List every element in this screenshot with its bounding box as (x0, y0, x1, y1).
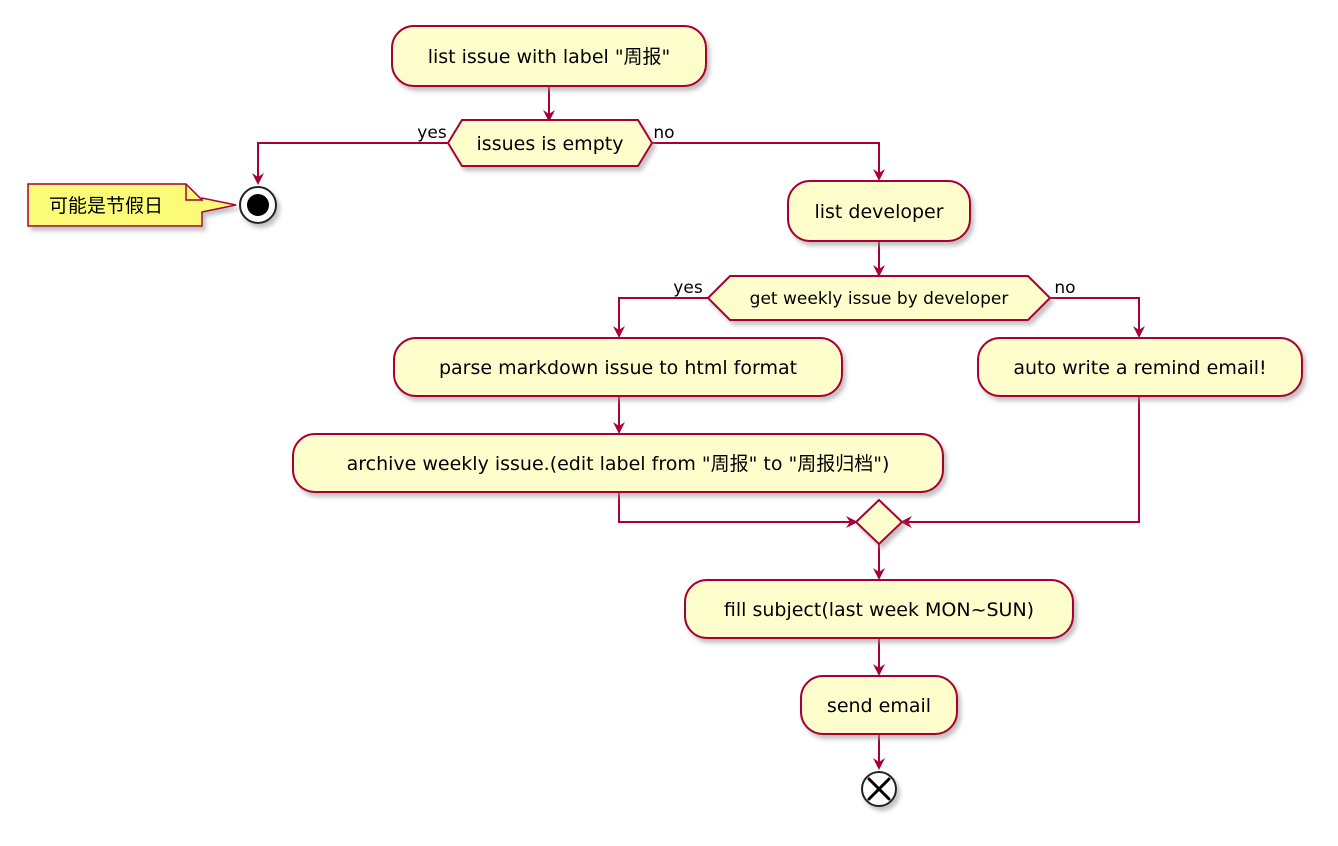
node-fill-subject: fill subject(last week MON~SUN) (684, 579, 1074, 639)
edge-no-to-remind (1050, 297, 1145, 338)
node-remind-email-label: auto write a remind email! (1013, 357, 1266, 379)
node-send-email-label: send email (827, 695, 931, 717)
node-archive-label: archive weekly issue.(edit label from "周… (347, 453, 890, 475)
note-holiday-label: 可能是节假日 (49, 195, 163, 217)
edge-archive-to-merge (618, 492, 858, 528)
node-fill-subject-label: fill subject(last week MON~SUN) (724, 599, 1034, 621)
label-yes-2: yes (673, 278, 703, 298)
note-holiday: 可能是节假日 (27, 183, 237, 227)
end-node (861, 771, 897, 807)
node-list-developer: list developer (787, 180, 971, 242)
edge-remind-to-merge (900, 396, 1140, 528)
node-list-developer-label: list developer (814, 201, 943, 223)
decision-get-weekly: get weekly issue by developer (706, 275, 1052, 321)
decision-issues-empty: issues is empty (446, 119, 654, 167)
node-list-issue: list issue with label "周报" (391, 25, 707, 87)
stop-node (239, 186, 277, 224)
decision-get-weekly-label: get weekly issue by developer (750, 289, 1009, 309)
node-archive: archive weekly issue.(edit label from "周… (292, 433, 944, 493)
label-no-1: no (653, 123, 674, 143)
label-no-2: no (1054, 278, 1075, 298)
node-list-issue-label: list issue with label "周报" (428, 46, 671, 68)
decision-issues-empty-label: issues is empty (477, 133, 624, 155)
node-remind-email: auto write a remind email! (977, 337, 1303, 397)
merge-diamond (854, 498, 904, 546)
edge-yes-to-parse (613, 297, 708, 338)
node-parse-markdown-label: parse markdown issue to html format (439, 357, 797, 379)
node-parse-markdown: parse markdown issue to html format (393, 337, 843, 397)
label-yes-1: yes (417, 123, 447, 143)
edge-no-to-list-developer (652, 142, 885, 181)
edge-yes-to-start (252, 142, 448, 185)
node-send-email: send email (800, 675, 958, 735)
connectors (252, 86, 1145, 770)
